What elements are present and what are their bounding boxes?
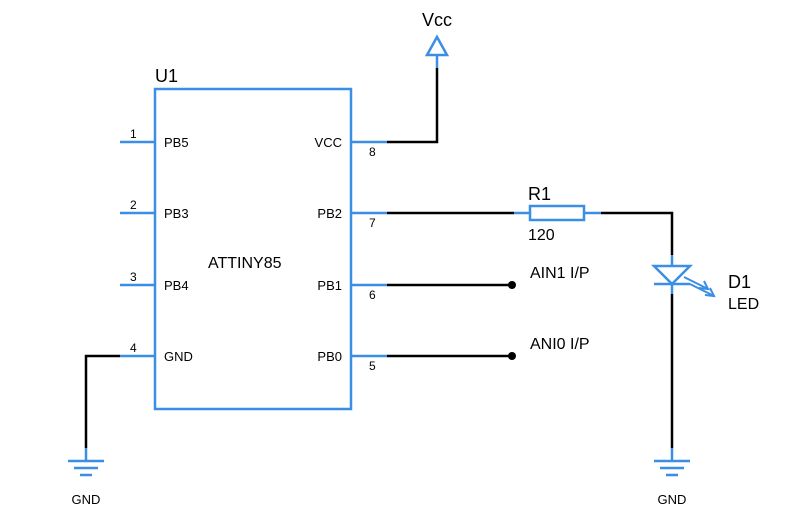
- pin-1-number: 1: [130, 127, 137, 141]
- wire-r1-to-led: [601, 211, 674, 255]
- wire-gnd-left: [84, 354, 120, 448]
- pin-3-number: 3: [130, 270, 137, 284]
- pin-4-number: 4: [130, 341, 137, 355]
- led-value-label: LED: [728, 296, 759, 313]
- junction-dot-ani0: [508, 352, 516, 360]
- pin-6-name: PB1: [317, 278, 342, 293]
- vcc-label: Vcc: [422, 10, 452, 30]
- net-label-ani0: ANI0 I/P: [530, 336, 590, 353]
- ground-symbol-right: GND: [654, 448, 690, 507]
- ground-left-label: GND: [72, 492, 101, 507]
- pin-1-name: PB5: [164, 135, 189, 150]
- r1-body: [528, 204, 586, 222]
- pin-8-number: 8: [369, 145, 376, 159]
- ground-symbol-left: GND: [68, 448, 104, 507]
- led-triangle-icon: [650, 264, 694, 286]
- chip-body: [153, 87, 353, 411]
- pin-2-number: 2: [130, 198, 137, 212]
- wires: [84, 68, 674, 448]
- net-label-ain1: AIN1 I/P: [530, 265, 590, 282]
- pin-8-name: VCC: [315, 135, 342, 150]
- led-ref-label: D1: [728, 272, 751, 292]
- pin-4-name: GND: [164, 349, 193, 364]
- chip-u1: U1 ATTINY85 1 2 3 4 PB5 PB3 PB4 GND 8 7 …: [120, 66, 387, 411]
- pin-5-name: PB0: [317, 349, 342, 364]
- r1-value-label: 120: [528, 227, 555, 244]
- junction-dot-ain1: [508, 281, 516, 289]
- resistor-r1: R1 120: [514, 184, 601, 244]
- r1-ref-label: R1: [528, 184, 551, 204]
- pin-3-name: PB4: [164, 278, 189, 293]
- pin-7-number: 7: [369, 216, 376, 230]
- vcc-symbol: Vcc: [422, 10, 452, 68]
- wire-vcc: [387, 68, 439, 144]
- chip-name-label: ATTINY85: [208, 255, 282, 272]
- vcc-arrow-icon: [424, 34, 450, 57]
- ground-right-label: GND: [658, 492, 687, 507]
- led-d1: D1 LED: [650, 255, 759, 313]
- led-emission-arrows-icon: [683, 276, 716, 298]
- chip-ref-label: U1: [155, 66, 178, 86]
- pin-2-name: PB3: [164, 206, 189, 221]
- pin-5-number: 5: [369, 359, 376, 373]
- pin-6-number: 6: [369, 288, 376, 302]
- pin-7-name: PB2: [317, 206, 342, 221]
